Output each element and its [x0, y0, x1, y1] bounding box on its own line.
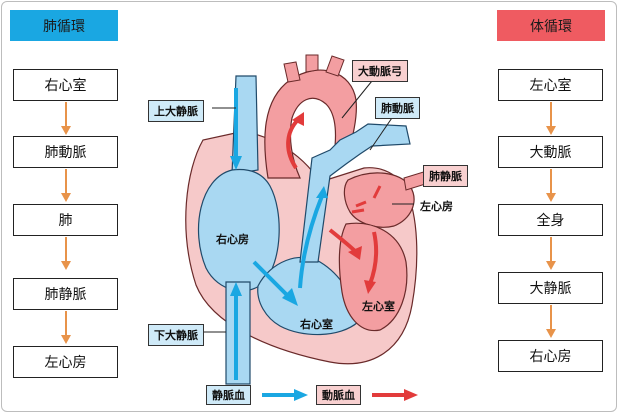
right-atrium-label: 右心房 — [216, 233, 249, 246]
aortic-arch-label: 大動脈弓 — [352, 60, 408, 82]
legend-arterial-label: 動脈血 — [316, 385, 361, 405]
superior-vena-cava-label: 上大静脈 — [148, 100, 204, 122]
pulmonary-step-left-atrium: 左心房 — [13, 346, 118, 378]
down-arrow-icon — [546, 102, 556, 136]
left-ventricle-label: 左心室 — [362, 300, 395, 313]
legend-venous-label: 静脈血 — [206, 385, 251, 405]
systemic-step-whole-body: 全身 — [498, 204, 603, 236]
down-arrow-icon — [61, 237, 71, 271]
down-arrow-icon — [546, 305, 556, 339]
pulmonary-step-lungs: 肺 — [13, 204, 118, 236]
right-ventricle-label: 右心室 — [300, 318, 333, 331]
pulmonary-vein-label: 肺静脈 — [423, 165, 468, 187]
down-arrow-icon — [546, 169, 556, 203]
left-atrium-label: 左心房 — [420, 200, 453, 213]
systemic-step-right-atrium: 右心房 — [498, 340, 603, 372]
pulmonary-step-pulmonary-artery: 肺動脈 — [13, 136, 118, 168]
systemic-step-vena-cava: 大静脈 — [498, 272, 603, 304]
down-arrow-icon — [61, 102, 71, 136]
systemic-step-aorta: 大動脈 — [498, 136, 603, 168]
systemic-circulation-header: 体循環 — [497, 10, 605, 41]
pulmonary-step-right-ventricle: 右心室 — [13, 69, 118, 101]
legend-arterial-arrow-icon — [372, 389, 418, 401]
pulmonary-artery-label: 肺動脈 — [375, 97, 420, 119]
inferior-vena-cava-label: 下大静脈 — [148, 324, 204, 346]
pulmonary-step-pulmonary-vein: 肺静脈 — [13, 278, 118, 310]
systemic-step-left-ventricle: 左心室 — [498, 69, 603, 101]
down-arrow-icon — [61, 311, 71, 345]
pulmonary-circulation-header: 肺循環 — [10, 10, 118, 41]
legend-venous-arrow-icon — [262, 389, 308, 401]
down-arrow-icon — [61, 169, 71, 203]
down-arrow-icon — [546, 237, 556, 271]
